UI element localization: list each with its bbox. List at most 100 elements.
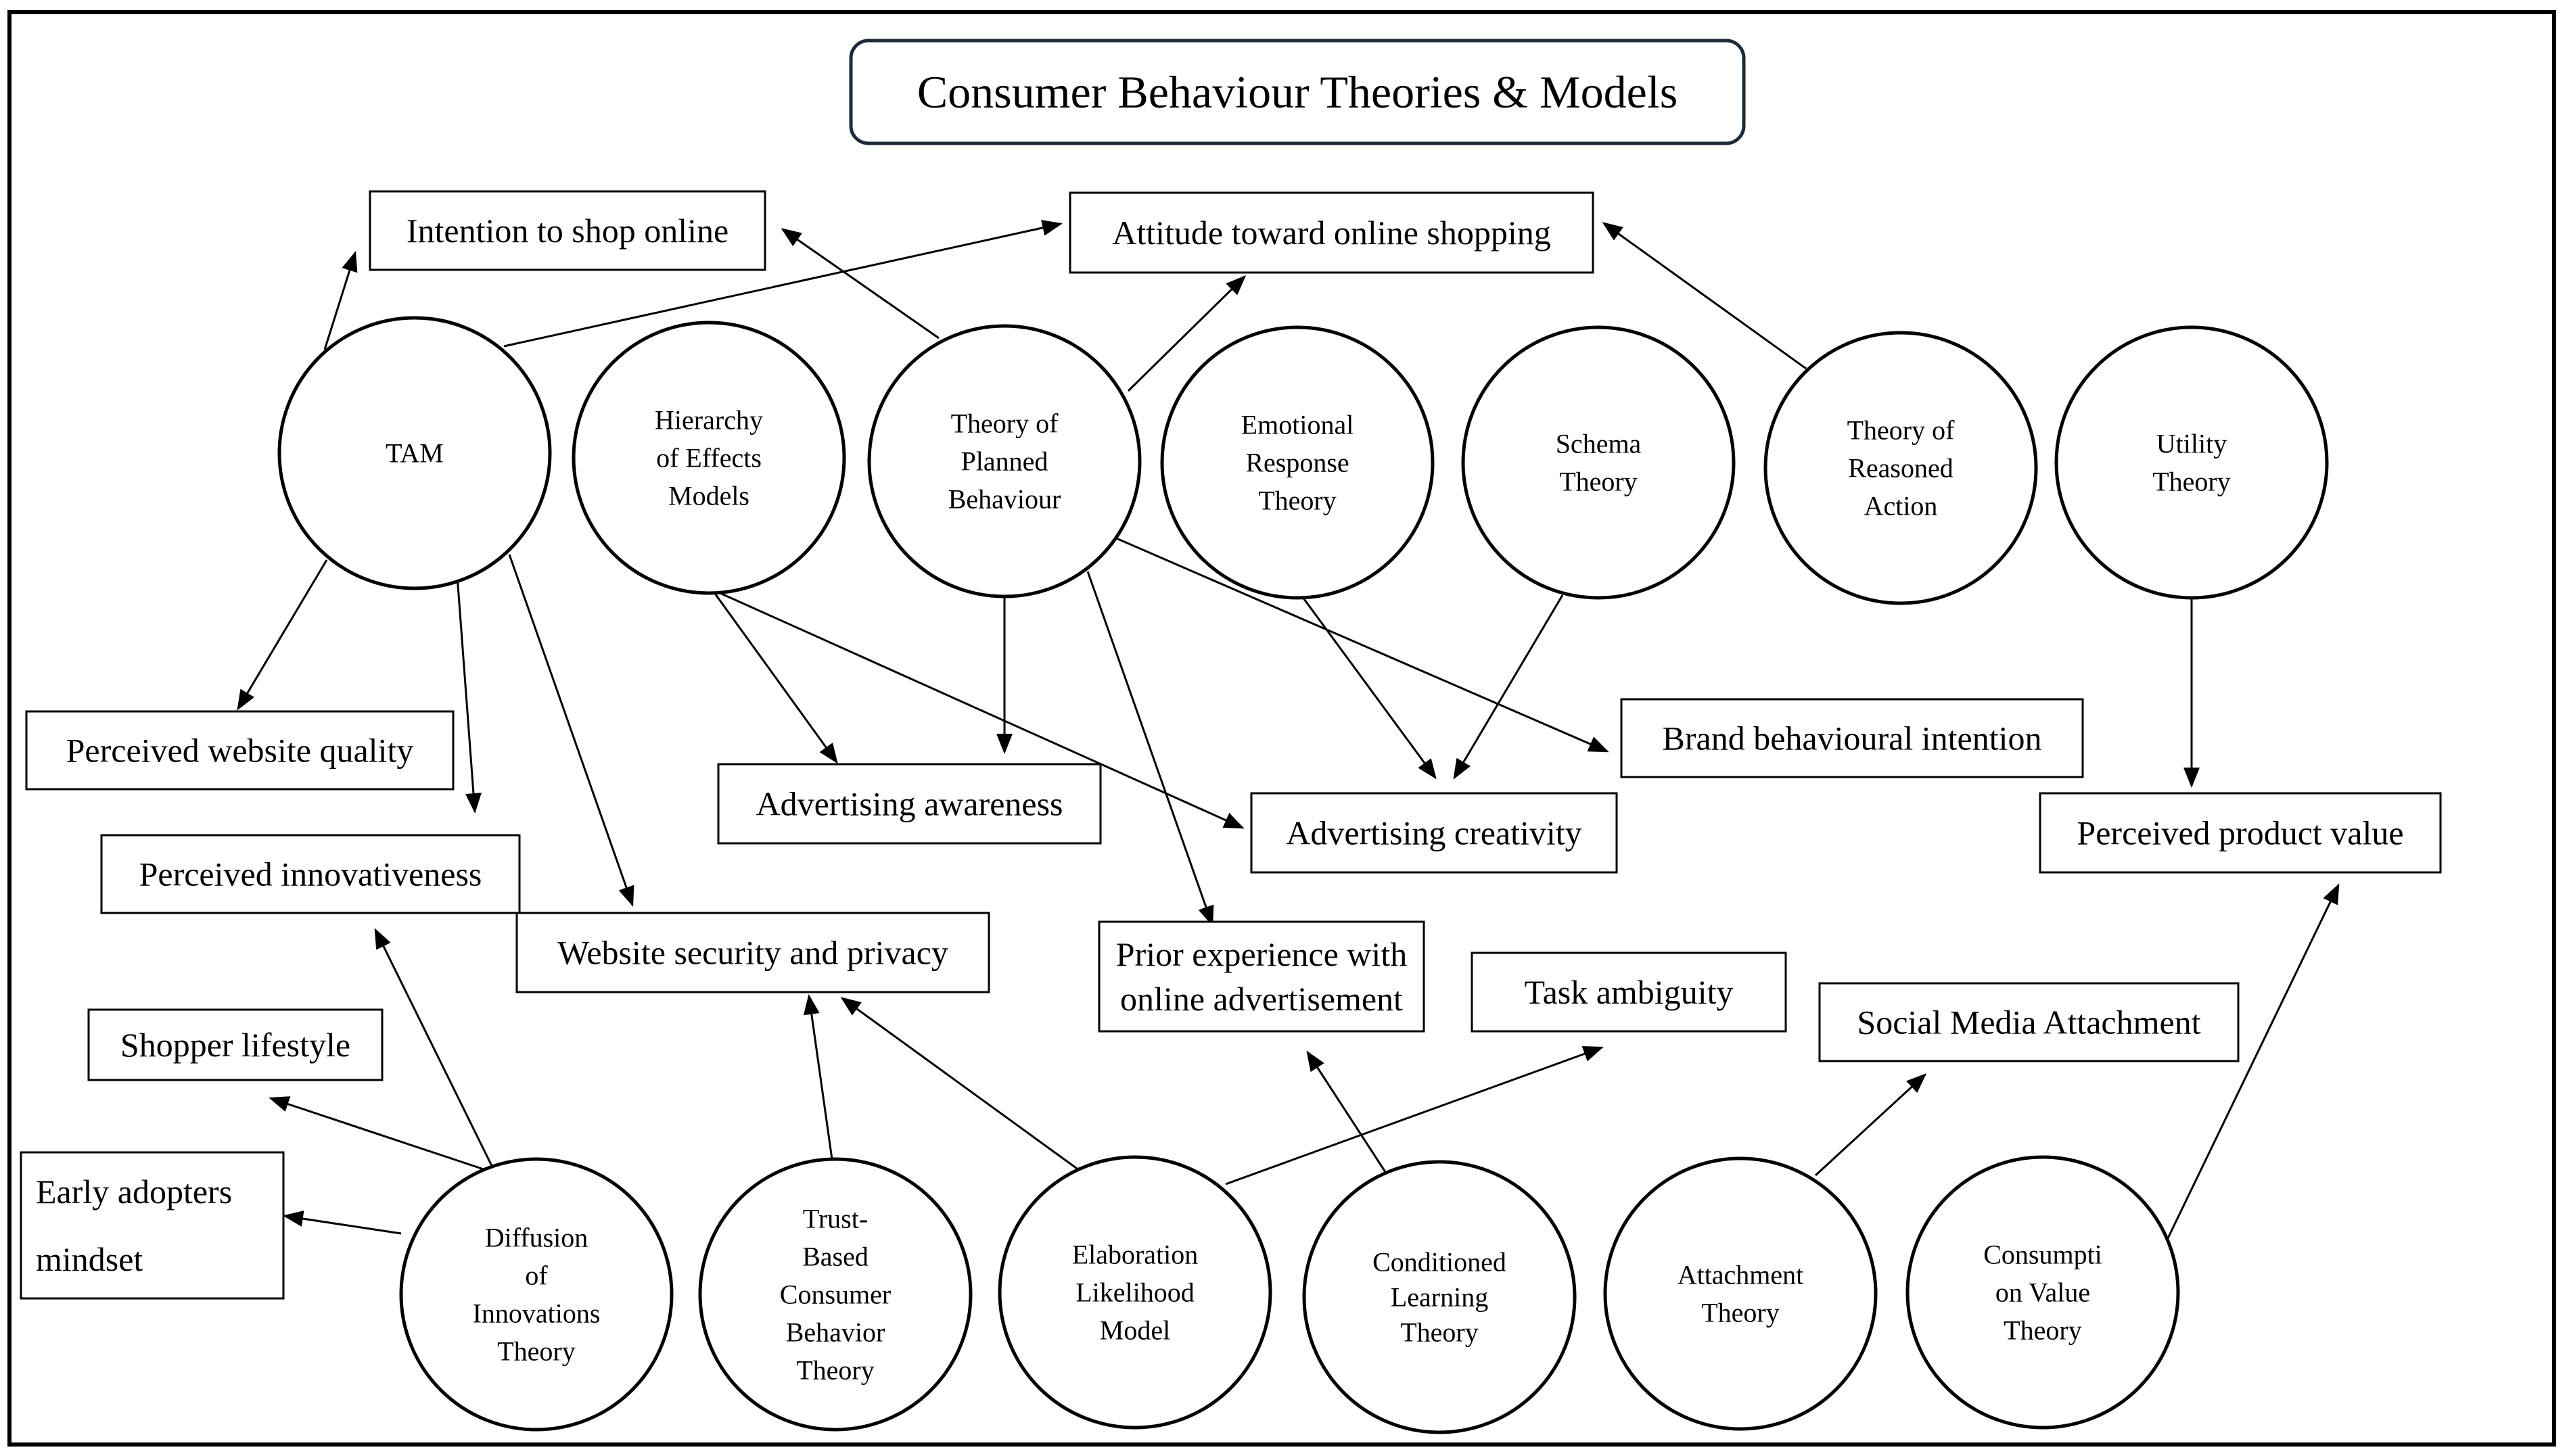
arrow-connector (2166, 883, 2340, 1240)
arrow-connector (374, 928, 495, 1171)
arrow-connector (1114, 536, 1609, 753)
construct-label: Early adopters (36, 1173, 232, 1211)
construct-box-ad-creativity: Advertising creativity (1250, 792, 1618, 874)
theory-circle (277, 316, 552, 590)
theory-label: Theory of (1847, 415, 1956, 446)
theory-label: Theory (2004, 1315, 2082, 1346)
construct-label: Social Media Attachment (1857, 1004, 2200, 1041)
arrow-connector (1297, 591, 1437, 780)
theory-label: on Value (1995, 1277, 2090, 1308)
construct-label: Advertising awareness (756, 785, 1063, 823)
theory-label: of Effects (656, 443, 762, 473)
theory-circle (698, 1157, 973, 1432)
theory-label: of (525, 1261, 548, 1291)
theory-label: Consumer (780, 1279, 891, 1310)
construct-rect (1818, 982, 2240, 1062)
arrow-connector (283, 1211, 402, 1235)
construct-box-innovativeness: Perceived innovativeness (100, 834, 521, 914)
theory-circle (1763, 331, 2038, 605)
construct-rect (25, 710, 455, 791)
theory-label: Planned (961, 446, 1048, 477)
arrow-connector (840, 997, 1080, 1171)
construct-box-early-adopters: Early adopters mindset (20, 1151, 285, 1300)
arrows-layer (237, 220, 2340, 1240)
construct-rect (1069, 191, 1594, 274)
construct-label: Website security and privacy (557, 934, 948, 972)
theory-label: Theory (497, 1336, 576, 1367)
theory-label: Reasoned (1848, 453, 1953, 484)
construct-rect (87, 1008, 384, 1081)
theory-label: Emotional (1241, 410, 1354, 440)
arrow-connector (1306, 1050, 1387, 1173)
theory-label: Learning (1391, 1282, 1488, 1313)
construct-rect (1250, 792, 1618, 874)
theory-circle (998, 1155, 1272, 1430)
construct-label: Shopper lifestyle (120, 1026, 350, 1064)
construct-label: mindset (36, 1240, 143, 1278)
theory-label: Response (1245, 448, 1349, 478)
construct-box-ad-awareness: Advertising awareness (717, 763, 1102, 845)
construct-label: online advertisement (1120, 980, 1403, 1018)
theory-label: Models (668, 481, 749, 511)
construct-rect (100, 834, 521, 914)
arrow-connector (1225, 1046, 1604, 1185)
arrow-connector (1453, 594, 1564, 780)
theory-label: Consumpti (1983, 1240, 2102, 1270)
construct-rect (1098, 920, 1425, 1033)
theory-node-tam: TAM (277, 316, 552, 590)
theory-label: Action (1864, 491, 1938, 521)
theory-label: Innovations (473, 1298, 601, 1329)
construct-rect (2039, 792, 2442, 874)
construct-box-brand-intention: Brand behavioural intention (1620, 698, 2084, 778)
arrow-connector (503, 220, 1063, 348)
construct-box-shopper-lifestyle: Shopper lifestyle (87, 1008, 384, 1081)
theory-label: Conditioned (1372, 1247, 1506, 1277)
theory-label: TAM (386, 438, 444, 469)
theory-label: Hierarchy (655, 405, 763, 436)
construct-label: Attitude toward online shopping (1112, 214, 1551, 252)
theory-circle (1461, 325, 1736, 600)
theory-circle (867, 324, 1142, 598)
construct-rect (1620, 698, 2084, 778)
diagram-title: Consumer Behaviour Theories & Models (917, 66, 1678, 118)
theory-label: Based (802, 1242, 869, 1272)
theory-label: Theory of (951, 408, 1059, 439)
construct-box-attitude-online: Attitude toward online shopping (1069, 191, 1594, 274)
title-box (849, 39, 1746, 145)
theory-circle (1160, 325, 1435, 600)
construct-rect (515, 912, 990, 993)
arrow-connector (716, 590, 1245, 829)
construct-box-social-media: Social Media Attachment (1818, 982, 2240, 1062)
arrow-connector (237, 559, 328, 711)
theory-circle (1603, 1156, 1878, 1431)
construct-box-intention-online: Intention to shop online (369, 190, 766, 271)
arrow-connector (1814, 1073, 1927, 1177)
theory-label: Utility (2156, 429, 2227, 459)
arrow-connector (1086, 571, 1214, 926)
theory-label: Theory (1559, 467, 1638, 497)
construct-label: Advertising creativity (1286, 814, 1581, 852)
construct-rect (20, 1151, 285, 1300)
theory-label: Behavior (786, 1317, 885, 1348)
diagram-frame (7, 10, 2556, 1447)
construct-label: Intention to shop online (407, 212, 729, 250)
theory-label: Elaboration (1072, 1240, 1199, 1270)
construct-box-task-ambiguity: Task ambiguity (1471, 952, 1787, 1033)
arrow-connector (803, 994, 833, 1160)
arrow-connector (712, 591, 838, 764)
arrow-connector (508, 554, 634, 907)
construct-rect (1471, 952, 1787, 1033)
construct-label: Task ambiguity (1525, 973, 1734, 1011)
